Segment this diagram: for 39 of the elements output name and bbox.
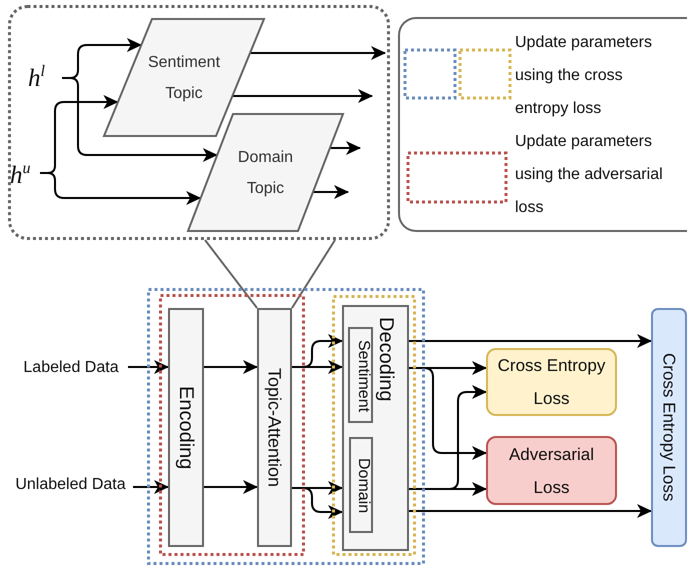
arrow: [204, 480, 258, 494]
parallelogram-box: Domain Topic: [187, 113, 344, 232]
group-frame: [147, 288, 425, 565]
loss-box: Cross Entropy Loss: [651, 308, 687, 547]
arrow: [204, 360, 258, 374]
group-frame: [159, 294, 305, 556]
arrow: [232, 89, 373, 103]
zoom-panel: [8, 5, 390, 240]
loss-box: Cross Entropy Loss: [486, 348, 617, 416]
arrow: [133, 480, 169, 494]
arrow: [313, 185, 349, 199]
arrow: [409, 367, 487, 460]
process-box: Encoding: [168, 308, 204, 547]
box-label: Decoding: [376, 317, 396, 402]
variable-label: h$^{l}$: [28, 62, 62, 92]
arrow: [330, 141, 361, 155]
arrow: [250, 46, 386, 60]
arrow: [409, 334, 652, 348]
arrow: [409, 504, 652, 518]
sub-box: Sentiment: [348, 327, 373, 423]
process-box: Topic-Attention: [257, 308, 292, 547]
arrow: [128, 360, 169, 374]
input-label: Unlabeled Data: [8, 451, 133, 517]
connector-line: [204, 239, 258, 309]
arrow: [292, 360, 343, 374]
legend-text: Update parameters using the adversarial loss: [515, 132, 664, 218]
sub-box: Domain: [349, 437, 373, 533]
connector-line: [291, 239, 336, 309]
arrow: [409, 385, 487, 490]
parallelogram-box: Sentiment Topic: [103, 18, 265, 137]
group-frame: [332, 295, 416, 556]
variable-label: h$^{u}$: [10, 160, 40, 188]
arrow: [40, 172, 202, 205]
loss-box: Adversarial Loss: [486, 436, 617, 505]
input-label: Labeled Data: [14, 334, 128, 400]
arrow: [292, 487, 343, 519]
arrow: [62, 77, 218, 162]
legend-text: Update parameters using the cross entropy loss: [515, 33, 653, 119]
process-box: [342, 305, 409, 551]
